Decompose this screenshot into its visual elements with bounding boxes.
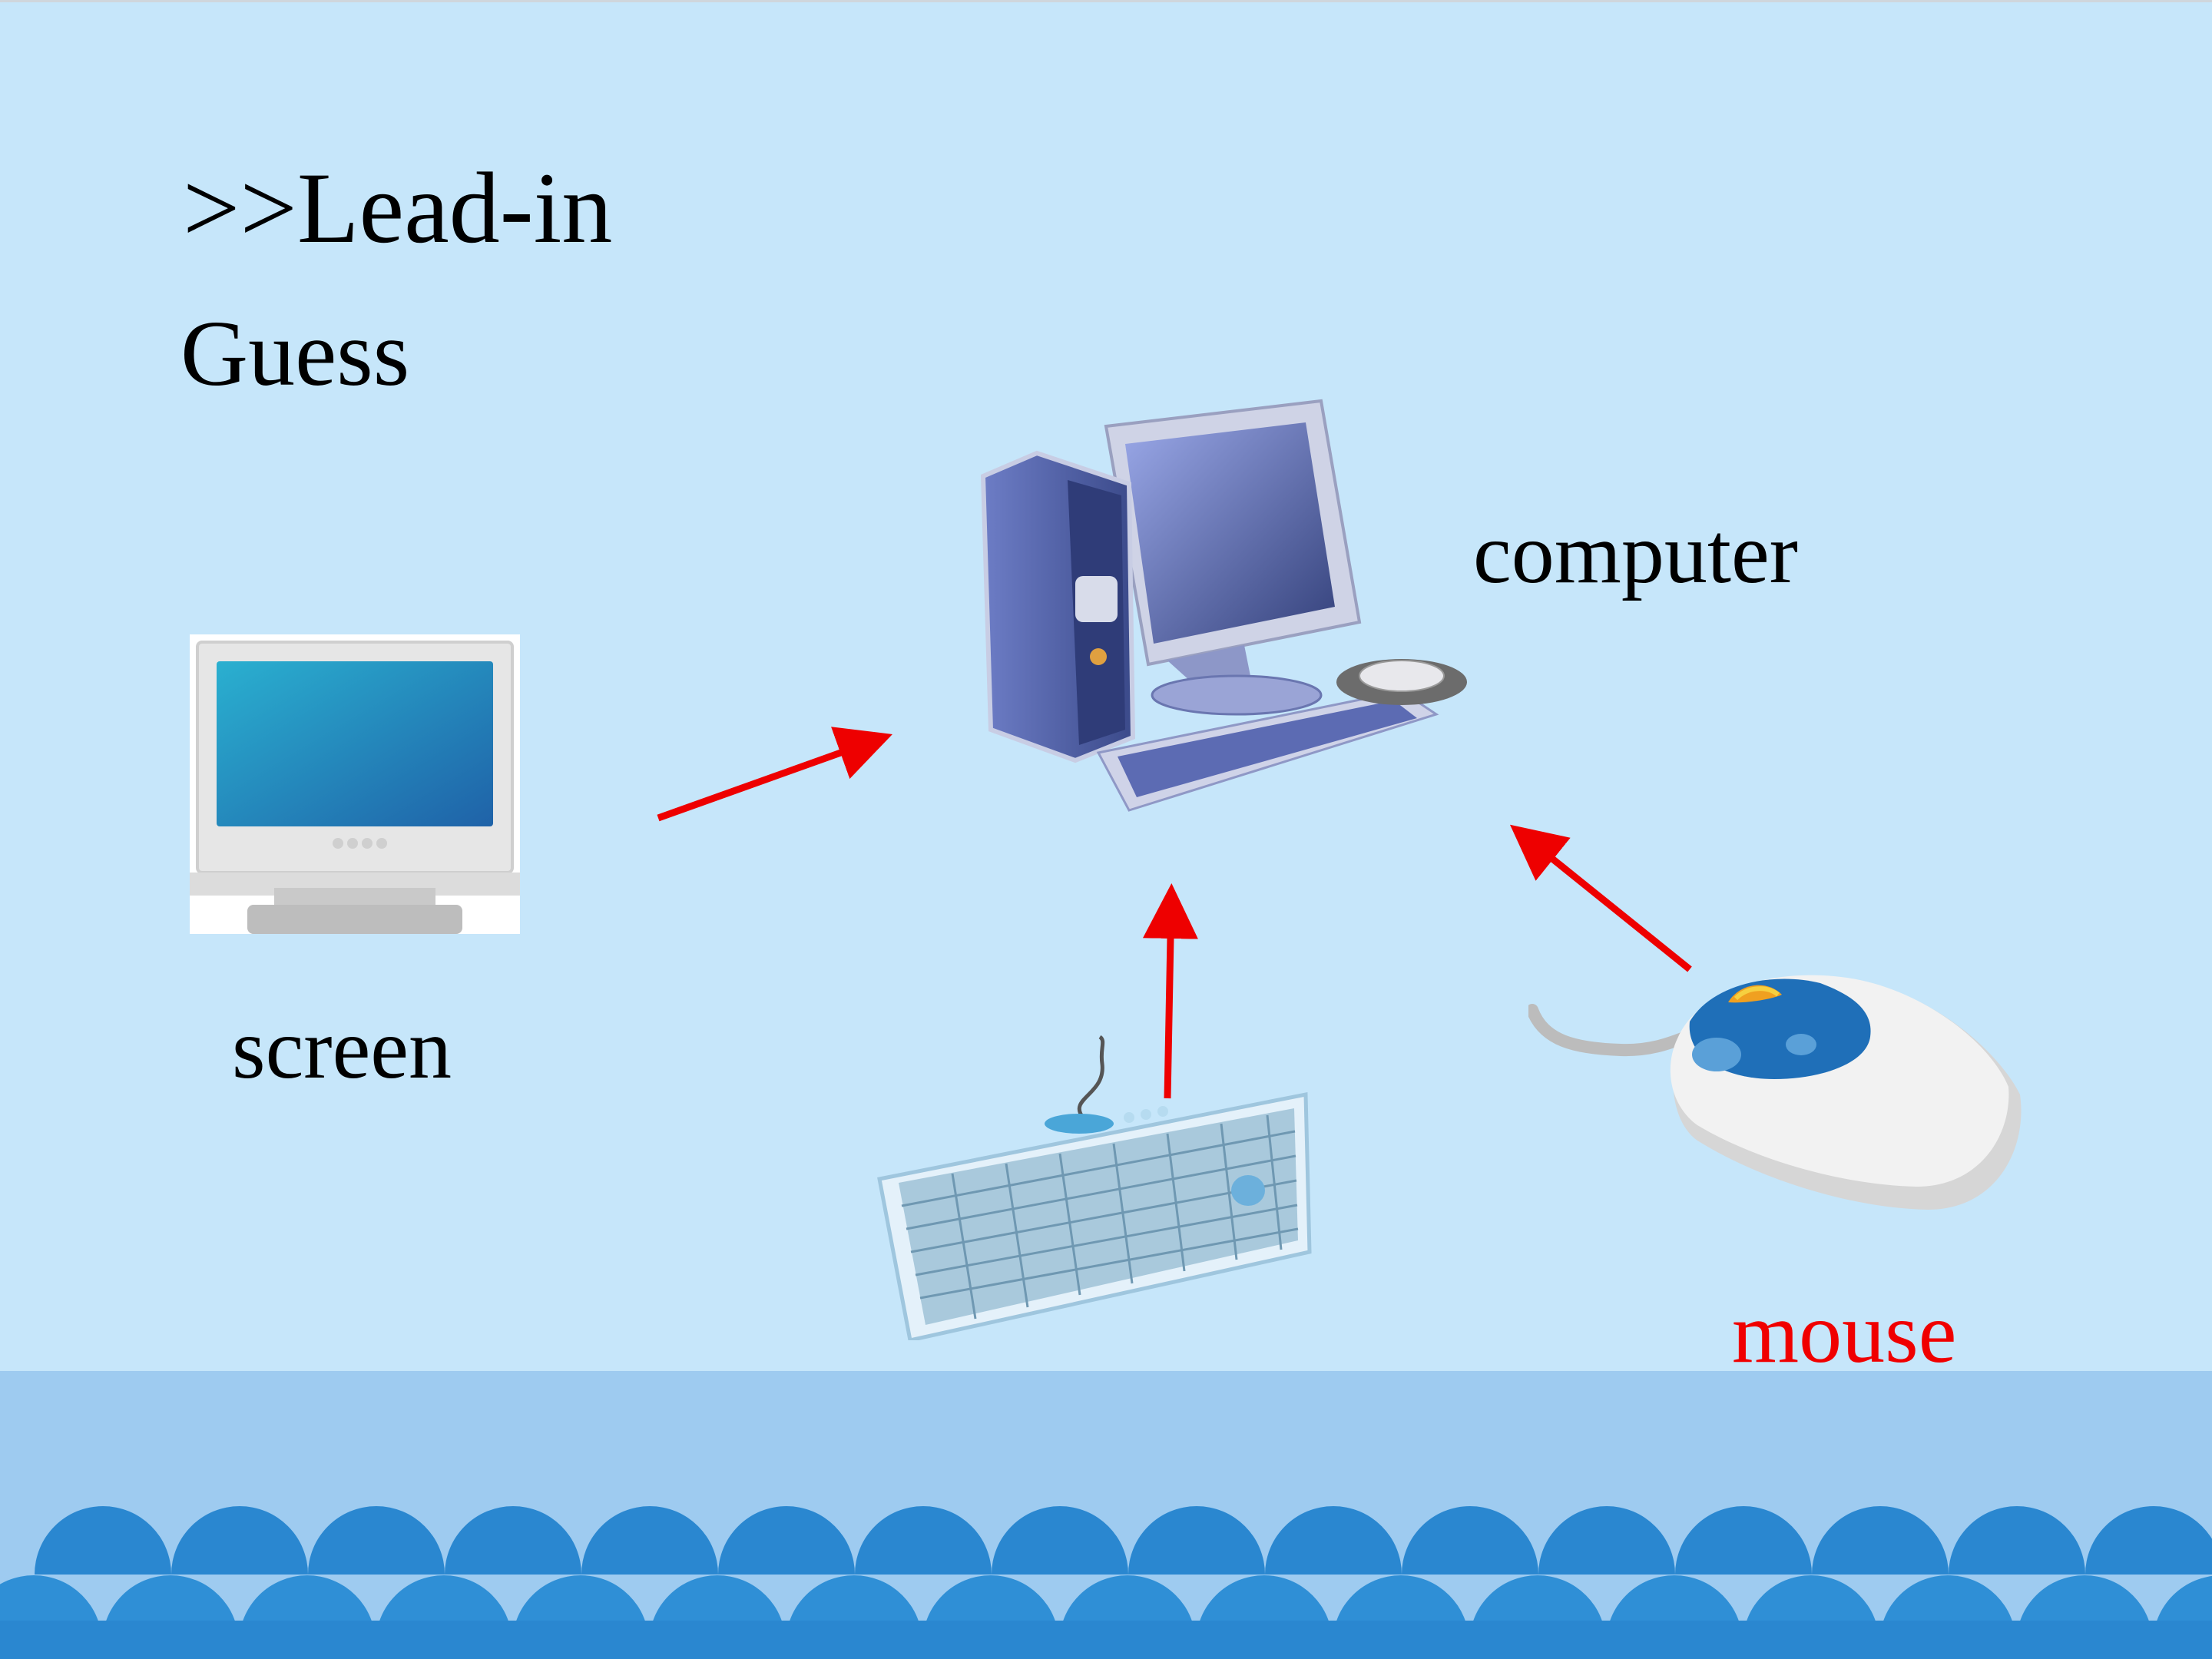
arrow-icon xyxy=(657,727,892,822)
wave-scallop xyxy=(855,1506,992,1575)
wave-scallop xyxy=(718,1506,855,1575)
wave-scallop xyxy=(35,1506,171,1575)
top-border xyxy=(0,0,2212,2)
slide-heading: >>Lead-in xyxy=(183,151,613,264)
wave-scallop xyxy=(308,1506,445,1575)
desktop-computer-icon xyxy=(980,399,1467,812)
wave-scallop xyxy=(1265,1506,1402,1575)
decorative-wave-band xyxy=(0,1371,2212,1659)
wave-scallop xyxy=(1128,1506,1265,1575)
wave-scallop xyxy=(992,1506,1128,1575)
monitor-icon xyxy=(190,634,520,934)
wave-scallop xyxy=(1812,1506,1949,1575)
slide-subheading: Guess xyxy=(180,302,410,406)
arrow-icon xyxy=(1142,883,1198,1099)
wave-scallop xyxy=(2085,1506,2212,1575)
wave-scallop xyxy=(581,1506,718,1575)
label-computer: computer xyxy=(1473,506,1798,601)
mouse-icon xyxy=(1528,975,2022,1210)
arrow-icon xyxy=(1509,824,1692,972)
wave-scallop xyxy=(171,1506,308,1575)
keyboard-icon xyxy=(877,1035,1312,1340)
wave-scallop xyxy=(445,1506,581,1575)
wave-scallop xyxy=(1949,1506,2085,1575)
label-mouse: mouse xyxy=(1732,1286,1957,1381)
wave-scallop xyxy=(1675,1506,1812,1575)
label-screen: screen xyxy=(232,1002,452,1097)
wave-scallop xyxy=(1402,1506,1538,1575)
wave-scallop xyxy=(1538,1506,1675,1575)
